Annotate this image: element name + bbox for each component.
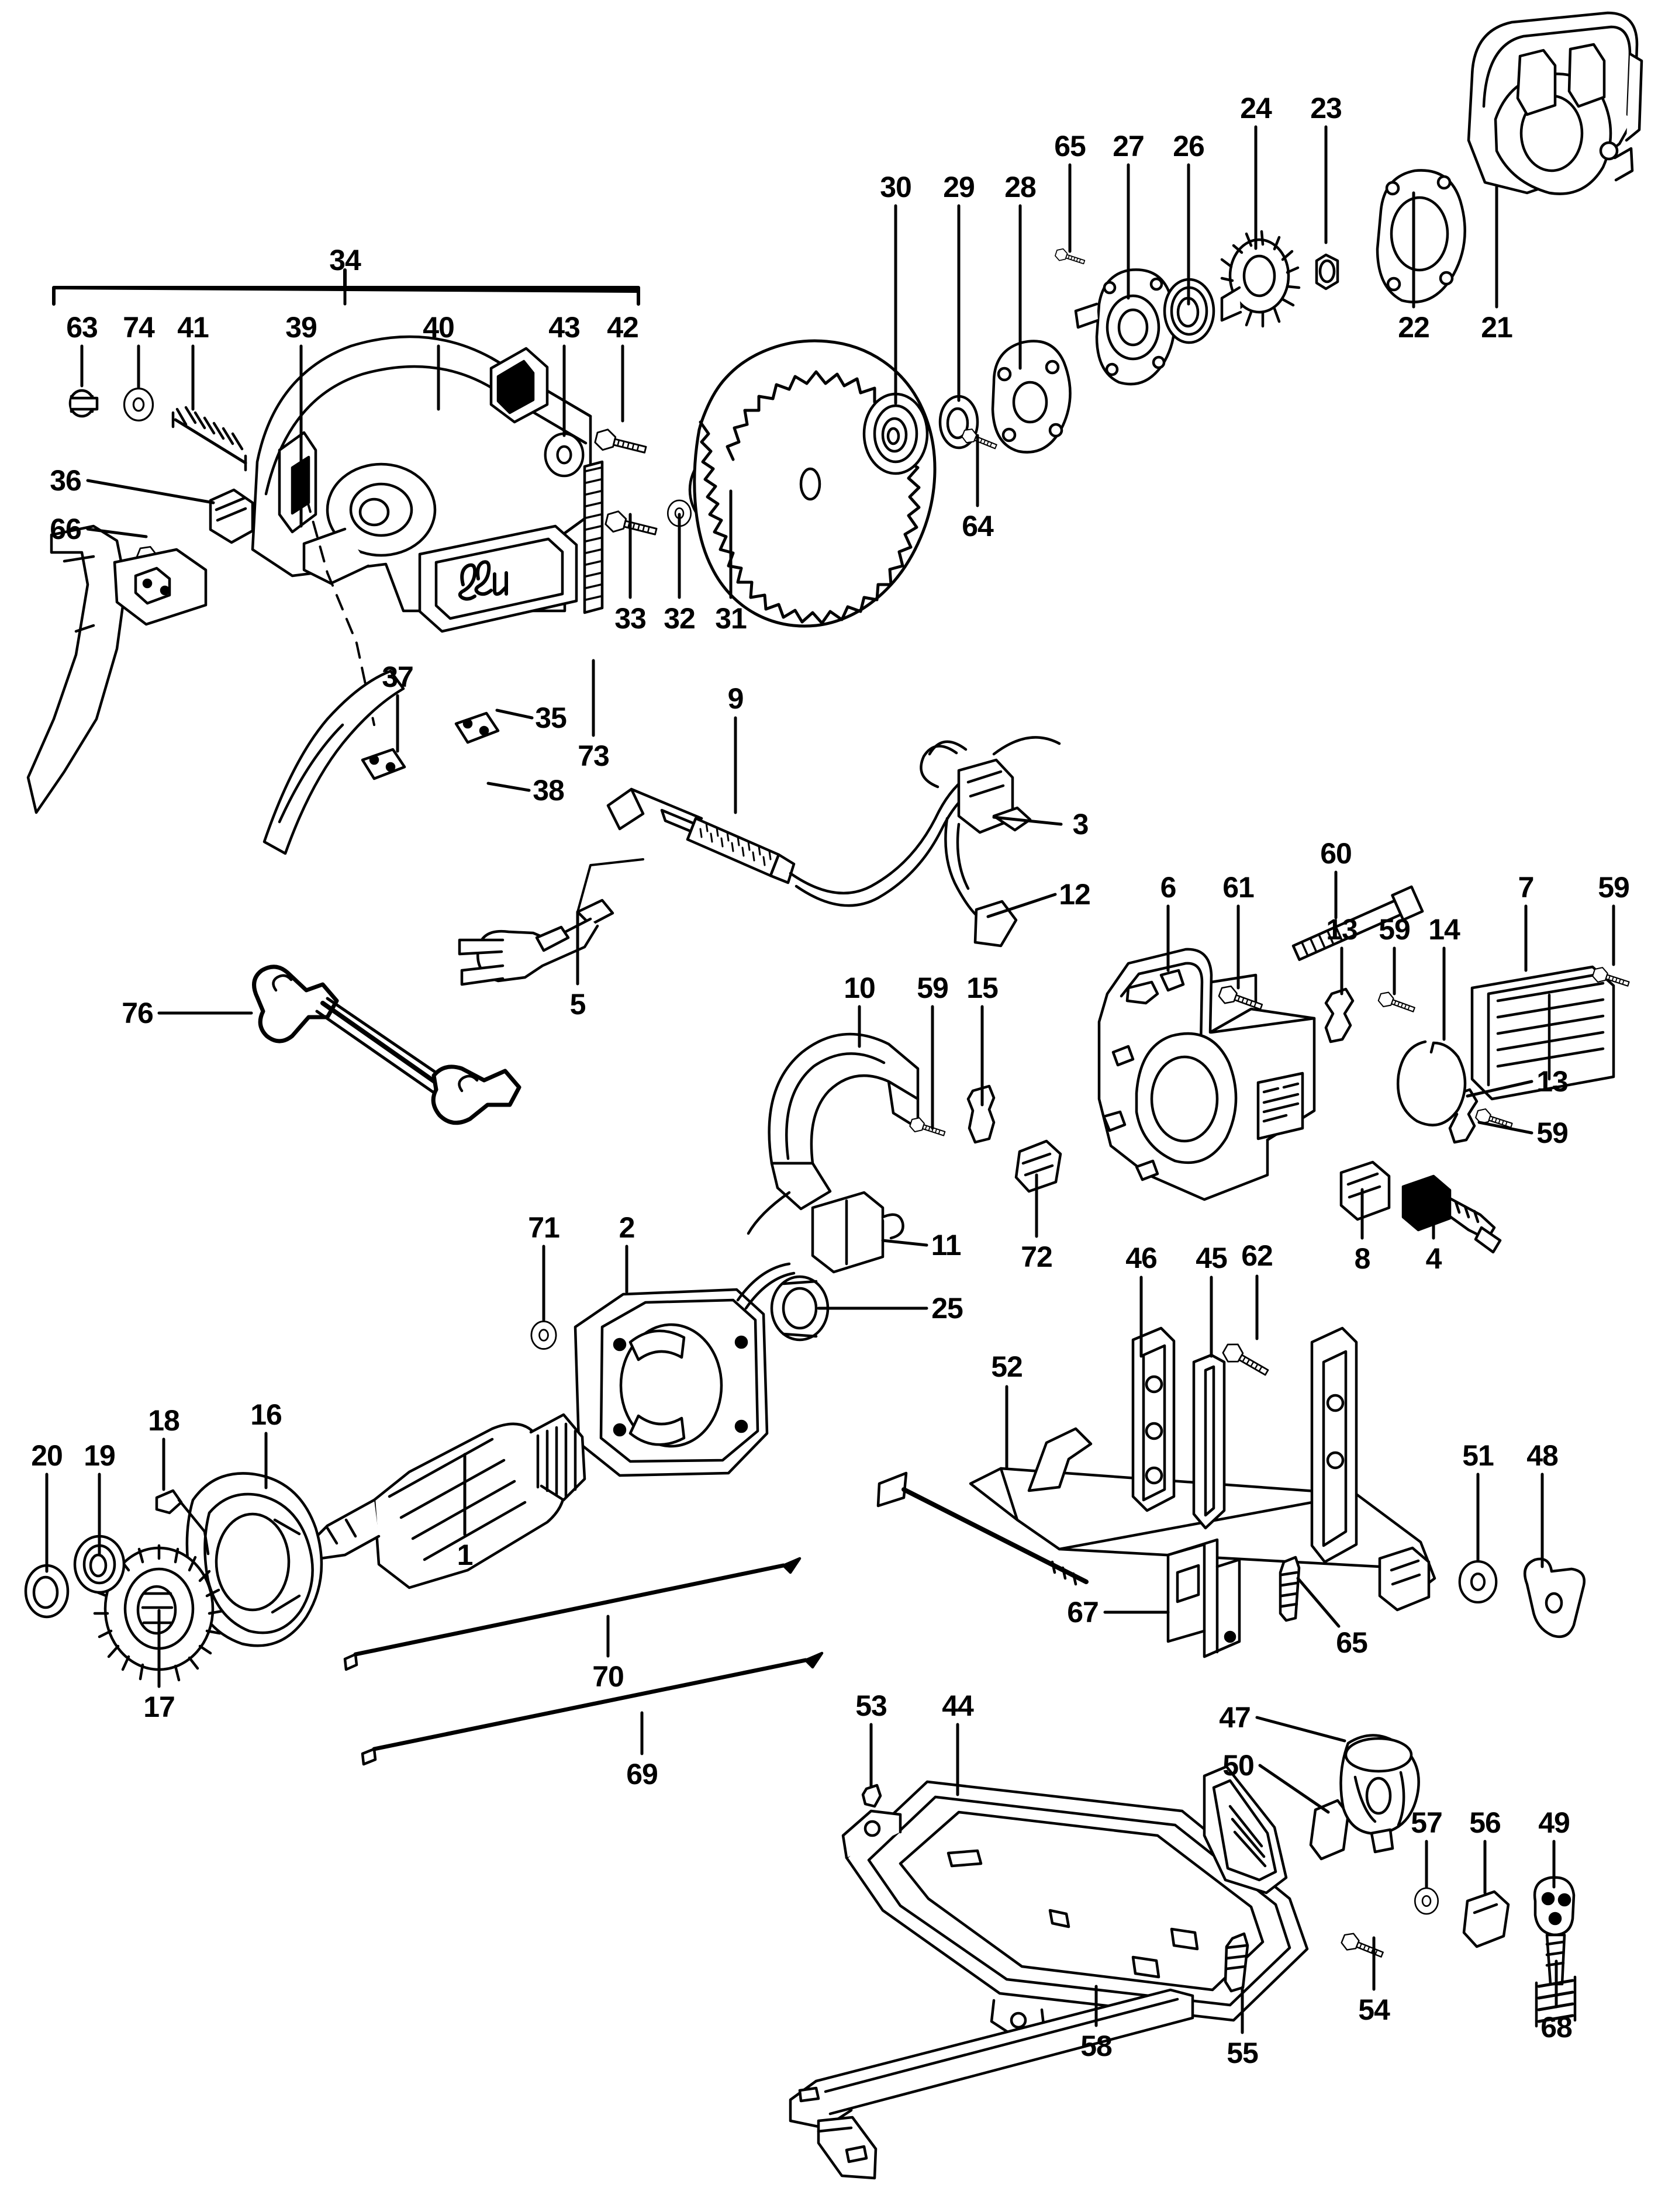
- callout-number-74: 74: [123, 311, 155, 344]
- callout-number-52: 52: [991, 1350, 1023, 1383]
- callout-number-6: 6: [1160, 871, 1177, 904]
- leader-35: [495, 708, 534, 720]
- callout-number-61: 61: [1222, 871, 1255, 904]
- callout-number-60: 60: [1320, 837, 1352, 870]
- callout-number-34: 34: [329, 244, 361, 276]
- callout-number-10: 10: [844, 972, 876, 1004]
- callout-number-72: 72: [1021, 1240, 1053, 1273]
- callout-number-57: 57: [1411, 1806, 1443, 1839]
- callout-number-67: 67: [1067, 1596, 1099, 1629]
- callout-number-30: 30: [880, 171, 912, 203]
- leader-11: [881, 1239, 928, 1247]
- callout-number-66: 66: [50, 513, 82, 545]
- callout-number-28: 28: [1004, 171, 1037, 203]
- leader-36: [86, 479, 215, 504]
- callout-number-4: 4: [1425, 1242, 1442, 1275]
- callout-number-8: 8: [1354, 1242, 1371, 1275]
- callout-number-14: 14: [1428, 913, 1460, 946]
- callout-number-40: 40: [423, 311, 455, 344]
- callout-number-55: 55: [1227, 2037, 1259, 2069]
- callout-number-21: 21: [1481, 311, 1513, 344]
- callout-number-59: 59: [1536, 1117, 1569, 1149]
- callout-number-70: 70: [592, 1660, 624, 1693]
- callout-number-17: 17: [143, 1691, 175, 1723]
- callout-number-2: 2: [619, 1211, 635, 1244]
- leader-38: [486, 782, 531, 792]
- callout-number-65: 65: [1054, 130, 1086, 163]
- callout-number-16: 16: [250, 1398, 282, 1431]
- leader-12: [986, 893, 1057, 918]
- callout-number-35: 35: [535, 701, 567, 734]
- callout-number-5: 5: [569, 988, 586, 1021]
- callout-number-22: 22: [1398, 311, 1430, 344]
- callout-number-42: 42: [607, 311, 639, 344]
- leader-13: [1466, 1080, 1533, 1098]
- callout-number-58: 58: [1080, 2030, 1113, 2062]
- callout-number-12: 12: [1059, 878, 1091, 911]
- callout-number-76: 76: [122, 997, 154, 1029]
- callout-number-31: 31: [715, 602, 747, 635]
- callout-number-7: 7: [1518, 871, 1535, 904]
- callout-number-24: 24: [1240, 92, 1272, 125]
- callout-number-71: 71: [528, 1211, 560, 1244]
- callout-number-13: 13: [1536, 1065, 1569, 1098]
- callout-number-69: 69: [626, 1758, 658, 1791]
- callout-number-65: 65: [1336, 1626, 1368, 1659]
- leader-3: [992, 815, 1063, 826]
- callout-number-26: 26: [1173, 130, 1205, 163]
- callout-number-33: 33: [614, 602, 647, 635]
- callout-number-59: 59: [917, 972, 949, 1004]
- callout-number-48: 48: [1526, 1439, 1559, 1472]
- leader-66: [86, 527, 148, 538]
- callout-number-23: 23: [1310, 92, 1342, 125]
- callout-number-56: 56: [1469, 1806, 1501, 1839]
- callout-number-19: 19: [84, 1439, 116, 1472]
- callout-number-18: 18: [148, 1404, 180, 1437]
- callout-number-53: 53: [855, 1689, 887, 1722]
- callout-number-27: 27: [1113, 130, 1145, 163]
- callout-number-45: 45: [1196, 1242, 1228, 1274]
- leader-47: [1255, 1716, 1346, 1743]
- callout-number-64: 64: [962, 510, 994, 542]
- callout-number-13: 13: [1326, 913, 1358, 946]
- callout-number-38: 38: [533, 774, 565, 807]
- callout-number-68: 68: [1540, 2011, 1573, 2044]
- callout-number-47: 47: [1219, 1701, 1251, 1734]
- callout-number-1: 1: [457, 1539, 474, 1571]
- leader-59: [1477, 1121, 1533, 1135]
- callout-leader-lines: [45, 125, 1615, 2034]
- callout-number-59: 59: [1598, 871, 1630, 904]
- leader-65: [1296, 1577, 1341, 1628]
- callout-number-44: 44: [942, 1689, 974, 1722]
- callout-number-3: 3: [1072, 808, 1089, 841]
- callout-number-36: 36: [50, 464, 82, 497]
- leader-50: [1258, 1764, 1330, 1814]
- callout-number-51: 51: [1462, 1439, 1494, 1472]
- callout-number-59: 59: [1379, 913, 1411, 946]
- callout-number-39: 39: [285, 311, 317, 344]
- callout-number-63: 63: [66, 311, 98, 344]
- callout-number-62: 62: [1241, 1239, 1273, 1272]
- callout-number-29: 29: [943, 171, 975, 203]
- callout-number-11: 11: [931, 1229, 962, 1261]
- callout-number-49: 49: [1538, 1806, 1570, 1839]
- callout-number-20: 20: [31, 1439, 63, 1472]
- callout-number-9: 9: [727, 682, 744, 715]
- callout-number-54: 54: [1358, 1993, 1390, 2026]
- callout-number-50: 50: [1222, 1749, 1255, 1782]
- callout-number-73: 73: [578, 739, 610, 772]
- callout-number-43: 43: [548, 311, 581, 344]
- callout-number-46: 46: [1125, 1242, 1158, 1274]
- callout-number-41: 41: [177, 311, 209, 344]
- callout-number-32: 32: [664, 602, 696, 635]
- callout-number-25: 25: [931, 1292, 963, 1325]
- callout-number-37: 37: [382, 661, 414, 693]
- callout-number-15: 15: [966, 972, 999, 1004]
